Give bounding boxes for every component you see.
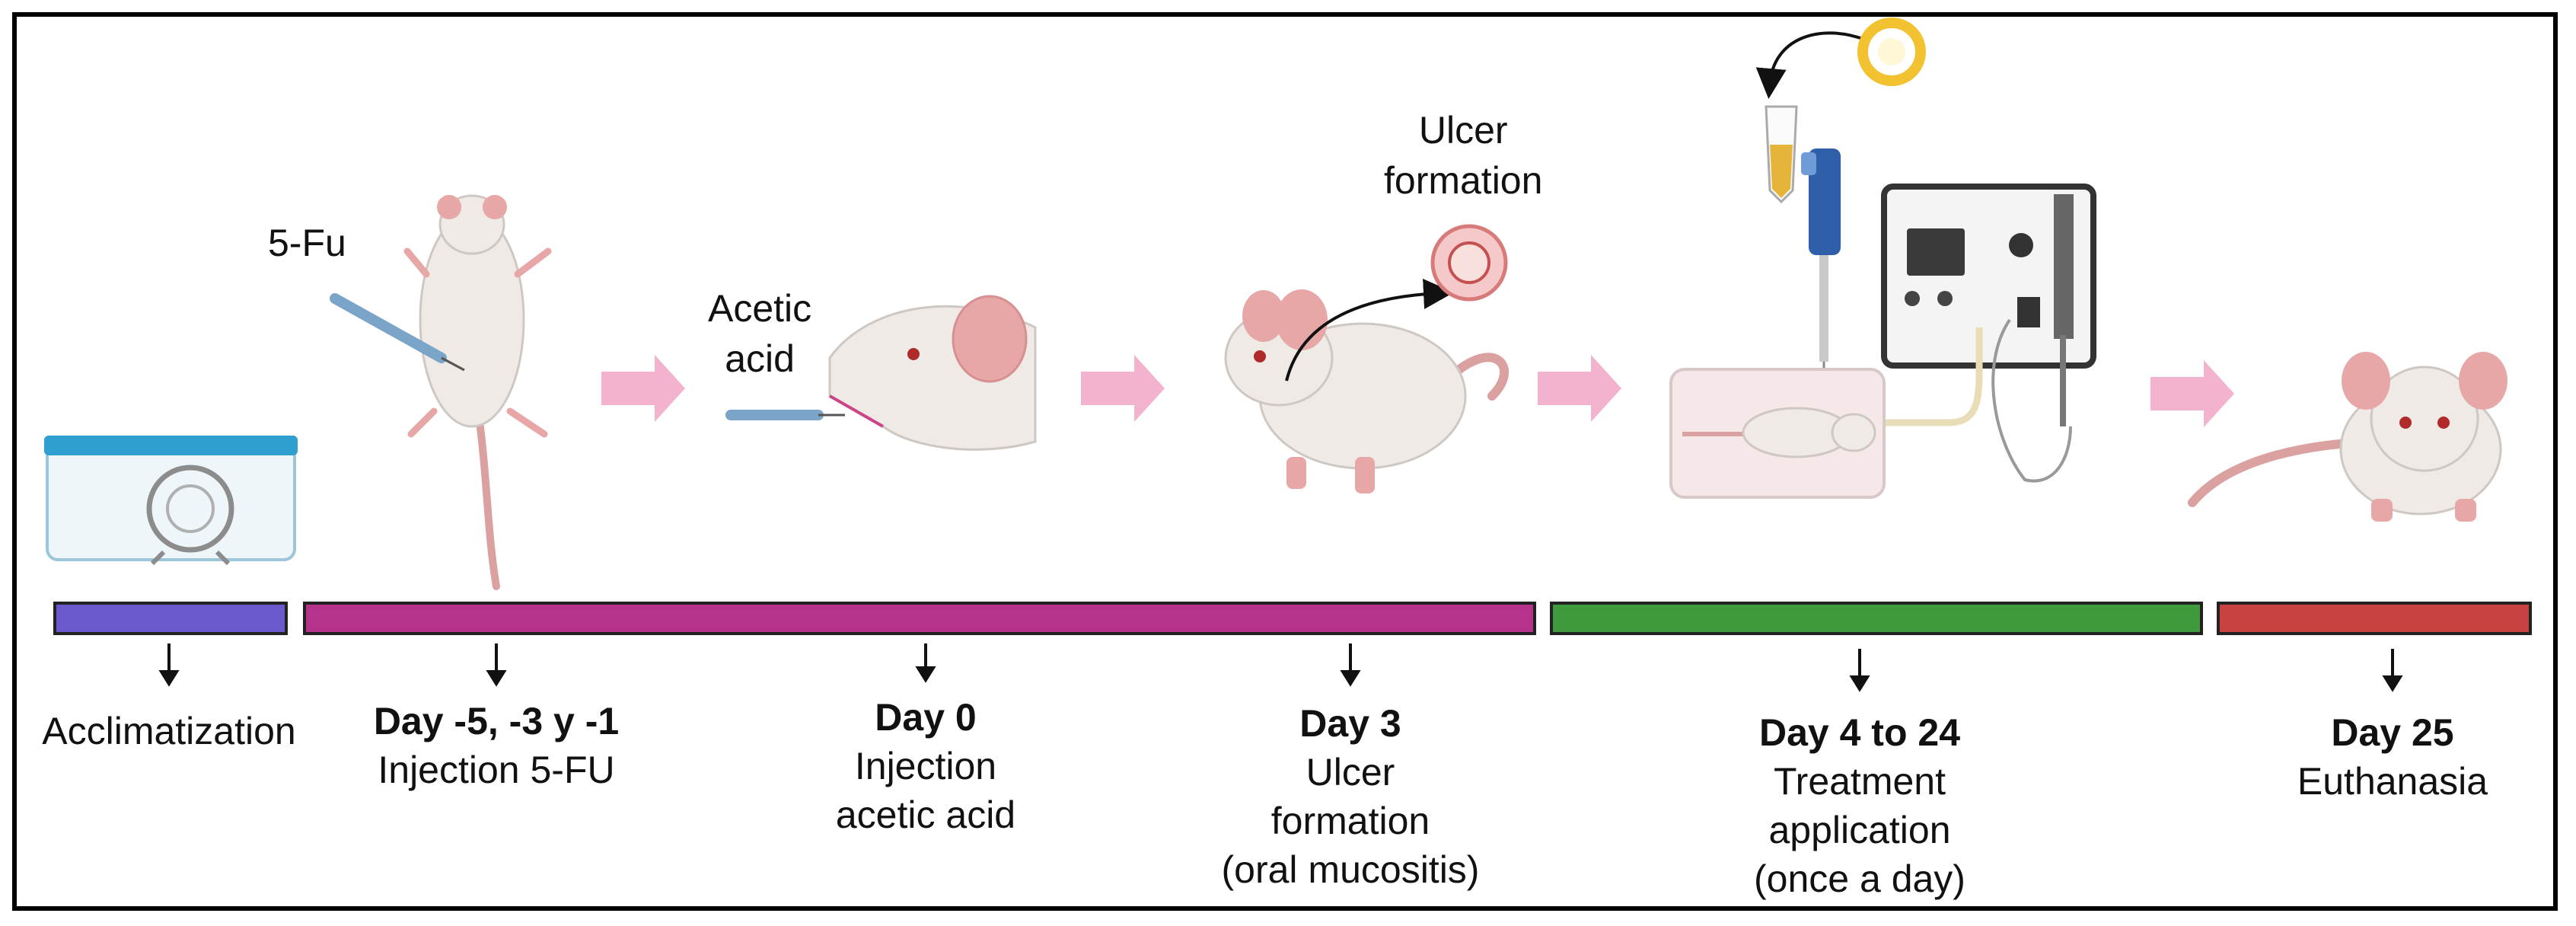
transfer-arrow: [1755, 31, 1866, 99]
stage-day-25: Day 25 Euthanasia: [2240, 708, 2545, 806]
stage-3-line-0: Ulcer: [1306, 751, 1395, 793]
arrow-icon-3: [1538, 355, 1621, 422]
timeline-arrows: [158, 643, 2403, 692]
device-icon: [1881, 184, 2096, 369]
stage-4-line-2: (once a day): [1754, 857, 1965, 900]
stage-0-line-0: Acclimatization: [42, 710, 296, 752]
annotation-5fu: 5-Fu: [268, 222, 346, 264]
stage-acclimatization: Acclimatization: [17, 707, 321, 755]
ulcer-icon: [1430, 224, 1508, 302]
annotation-ulcer-line1: Ulcer: [1418, 109, 1508, 152]
stage-2-title: Day 0: [875, 696, 977, 739]
stage-1-line-0: Injection 5-FU: [378, 749, 615, 791]
mouse-icon-3: [1224, 289, 1510, 493]
annotation-ulcer-line2: formation: [1384, 159, 1543, 202]
timeline-bar-euthanasia: [2217, 602, 2532, 635]
cage-icon: [44, 436, 298, 566]
arrow-icon-4: [2150, 360, 2234, 427]
stage-5-title: Day 25: [2331, 711, 2454, 754]
stage-4-line-0: Treatment: [1773, 760, 1946, 803]
figure-frame: [12, 12, 2558, 911]
timeline-bar-treatment: [1550, 602, 2203, 635]
stage-3-title: Day 3: [1299, 702, 1401, 745]
arrow-icon-2: [1081, 355, 1165, 422]
stage-4-title: Day 4 to 24: [1758, 711, 1960, 754]
stage-2-line-1: acetic acid: [835, 793, 1016, 836]
annotation-acetic-acid: Acetic acid: [708, 283, 811, 384]
stage-4-line-1: application: [1768, 809, 1951, 851]
mouse-icon-1: [403, 194, 552, 590]
pipette-icon: [1801, 148, 1841, 377]
timeline-bar-induction: [303, 602, 1536, 635]
stage-day-minus5: Day -5, -3 y -1 Injection 5-FU: [344, 697, 649, 794]
arrow-icon-1: [601, 355, 685, 422]
stage-3-line-1: formation: [1270, 800, 1430, 842]
tube-icon: [1765, 105, 1798, 204]
platform-with-mouse: [1669, 368, 1886, 499]
stage-1-title: Day -5, -3 y -1: [373, 700, 620, 742]
tubing: [1884, 318, 2072, 483]
mouse-icon-5: [2188, 352, 2507, 522]
ulcer-pointer-arrow: [1285, 279, 1454, 382]
annotation-ulcer-formation: Ulcer formation: [1384, 105, 1542, 206]
ring-icon: [1857, 18, 1926, 86]
stage-2-line-0: Injection: [854, 745, 997, 787]
timeline-bar-acclimatization: [53, 602, 288, 635]
syringe-icon-1: [330, 293, 465, 372]
mouse-icon-2: [828, 295, 1037, 451]
annotation-acetic-line2: acid: [725, 337, 795, 380]
stage-day-0: Day 0 Injection acetic acid: [773, 693, 1078, 839]
annotation-acetic-line1: Acetic: [708, 287, 812, 330]
stage-day-4-24: Day 4 to 24 Treatment application (once …: [1707, 708, 2012, 903]
stage-day-3: Day 3 Ulcer formation (oral mucositis): [1198, 699, 1503, 894]
stage-5-line-0: Euthanasia: [2297, 760, 2488, 803]
stage-3-line-2: (oral mucositis): [1221, 848, 1480, 891]
